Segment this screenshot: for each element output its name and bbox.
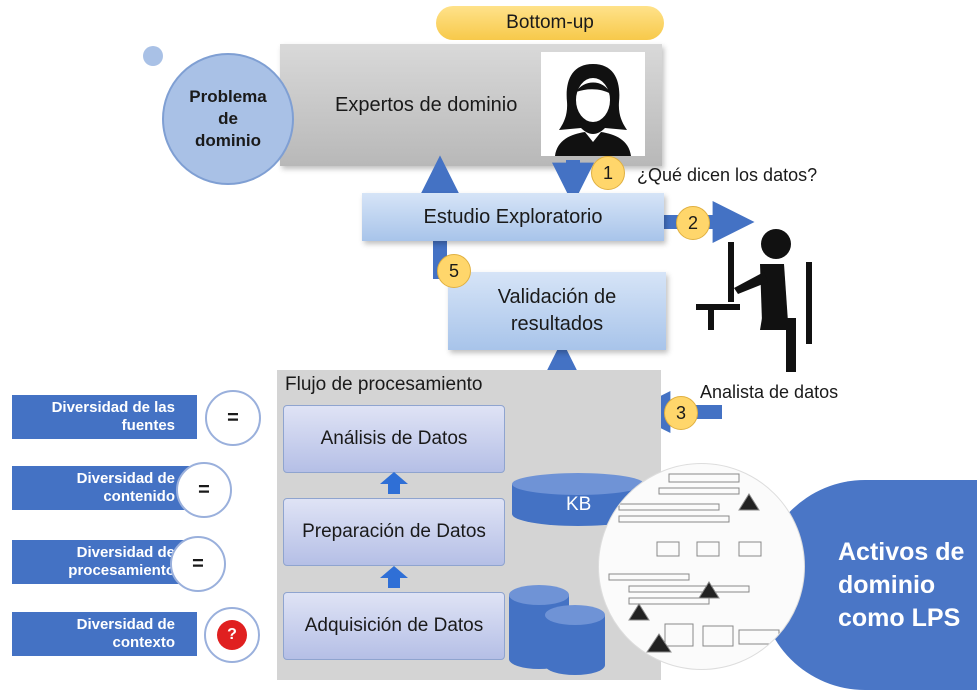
domain-assets-line-3: como LPS xyxy=(838,604,961,632)
equals-icon: = xyxy=(170,536,226,592)
diversity-context-tag: Diversidad de contexto xyxy=(12,612,197,656)
expert-avatar-icon xyxy=(541,52,645,156)
stage-acquisition: Adquisición de Datos xyxy=(283,592,505,660)
data-question: ¿Qué dicen los datos? xyxy=(637,165,818,185)
up-arrow-icon xyxy=(380,472,408,494)
diversity-processing-line-2: procesamiento xyxy=(68,562,175,579)
analyst-icon xyxy=(696,229,812,372)
diversity-processing-line-1: Diversidad de xyxy=(76,544,175,561)
domain-problem-circle: Problema de dominio xyxy=(162,53,294,185)
diversity-sources-line-1: Diversidad de las xyxy=(51,399,175,416)
validation-line-2: resultados xyxy=(510,313,604,335)
kb-label: KB xyxy=(566,494,592,515)
stage-analysis-label: Análisis de Datos xyxy=(320,428,468,449)
domain-experts-label: Expertos de dominio xyxy=(335,94,518,116)
exploratory-study-label: Estudio Exploratorio xyxy=(423,205,603,228)
problem-line-3: dominio xyxy=(194,131,262,150)
feature-model-diagram-icon xyxy=(608,473,780,653)
bottom-up-text: Bottom-up xyxy=(506,12,594,33)
decorative-dot xyxy=(143,46,163,66)
data-storage-icon xyxy=(509,585,605,675)
processing-flow-title: Flujo de procesamiento xyxy=(285,374,483,395)
step-2-badge: 2 xyxy=(676,206,710,240)
step-3-text: 3 xyxy=(675,402,686,423)
equals-icon: = xyxy=(205,390,261,446)
step-2-text: 2 xyxy=(687,212,698,233)
step-3-badge: 3 xyxy=(664,396,698,430)
validation-line-1: Validación de xyxy=(497,286,617,308)
equals-icon: = xyxy=(176,462,232,518)
up-arrow-icon xyxy=(380,566,408,588)
stage-preparation-label: Preparación de Datos xyxy=(302,521,486,542)
equals-symbol: = xyxy=(192,552,204,575)
exploratory-study-box: Estudio Exploratorio xyxy=(362,193,664,241)
analyst-label: Analista de datos xyxy=(700,382,839,402)
stage-analysis: Análisis de Datos xyxy=(283,405,505,473)
diversity-content-line-2: contenido xyxy=(103,488,175,505)
diversity-content-line-1: Diversidad de xyxy=(76,470,175,487)
step-1-badge: 1 xyxy=(591,156,625,190)
stage-acquisition-label: Adquisición de Datos xyxy=(304,615,484,636)
feature-model-thumbnail xyxy=(598,463,805,670)
validation-box: Validación de resultados xyxy=(448,272,666,350)
diversity-sources-tag: Diversidad de las fuentes xyxy=(12,395,197,439)
question-icon: ? xyxy=(204,607,260,663)
step-1-text: 1 xyxy=(602,162,613,183)
diversity-content-tag: Diversidad de contenido xyxy=(12,466,197,510)
domain-assets-line-1: Activos de xyxy=(838,538,965,566)
stage-preparation: Preparación de Datos xyxy=(283,498,505,566)
question-symbol: ? xyxy=(227,626,237,643)
bottom-up-label: Bottom-up xyxy=(436,6,664,40)
diversity-sources-line-2: fuentes xyxy=(121,417,175,434)
equals-symbol: = xyxy=(198,478,210,501)
step-5-text: 5 xyxy=(448,260,459,281)
diversity-context-line-1: Diversidad de xyxy=(76,616,175,633)
problem-line-1: Problema xyxy=(189,87,267,106)
domain-assets-line-2: dominio xyxy=(838,571,936,599)
problem-line-2: de xyxy=(218,109,238,128)
diversity-processing-tag: Diversidad de procesamiento xyxy=(12,540,197,584)
diversity-context-line-2: contexto xyxy=(112,634,175,651)
step-5-badge: 5 xyxy=(437,254,471,288)
equals-symbol: = xyxy=(227,406,239,429)
